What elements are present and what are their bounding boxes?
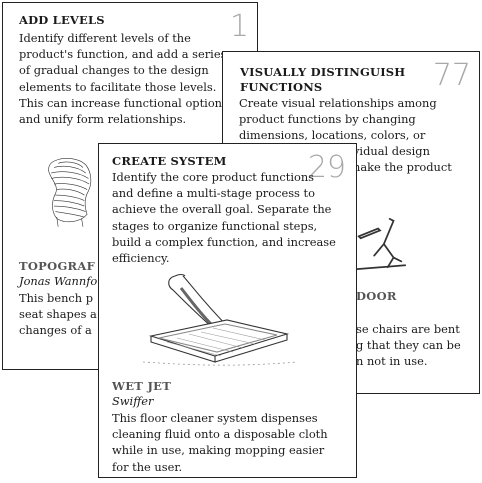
- example-text: This floor cleaner system dispenses clea…: [112, 411, 328, 474]
- folding-chair-icon: [355, 217, 407, 271]
- example-maker: Swiffer: [112, 394, 154, 408]
- card-description: Identify the core product functions and …: [112, 170, 336, 266]
- example-text: This bench p seat shapes a changes of a: [19, 291, 97, 338]
- description-line1: Create visual relationships among: [239, 96, 437, 110]
- card-create-system[interactable]: 29 CREATE SYSTEM Identify the core produ…: [98, 143, 357, 478]
- example-name: TOPOGRAF: [19, 259, 96, 273]
- card-title-line1: VISUALLY DISTINGUISH: [240, 65, 406, 79]
- description-fragment-1: vidual design: [353, 144, 430, 158]
- card-number: 29: [307, 150, 346, 185]
- card-title: CREATE SYSTEM: [112, 154, 227, 168]
- example-maker: Jonas Wannfo: [19, 274, 98, 288]
- card-title: ADD LEVELS: [19, 13, 105, 27]
- example-text: se chairs are bent g that they can be n …: [356, 321, 461, 370]
- example-text-line3: n not in use.: [356, 354, 428, 369]
- example-text-line2: g that they can be: [356, 338, 461, 353]
- layered-bench-icon: [48, 157, 92, 227]
- card-title: VISUALLY DISTINGUISH FUNCTIONS: [240, 65, 405, 95]
- floor-mop-icon: [142, 273, 298, 366]
- description-line2: product functions by changing: [239, 112, 416, 127]
- example-text-line1: se chairs are bent: [356, 322, 460, 336]
- card-description: Create visual relationships among produc…: [239, 95, 475, 144]
- example-name: DOOR: [356, 289, 397, 303]
- card-title-line2: FUNCTIONS: [240, 80, 323, 94]
- description-line3: dimensions, locations, colors, or: [239, 128, 426, 143]
- card-description: Identify different levels of the product…: [19, 31, 228, 127]
- card-number: 77: [432, 58, 471, 93]
- description-fragment-2: hake the product: [353, 160, 452, 174]
- example-name: WET JET: [112, 379, 172, 393]
- card-number: 1: [229, 9, 249, 44]
